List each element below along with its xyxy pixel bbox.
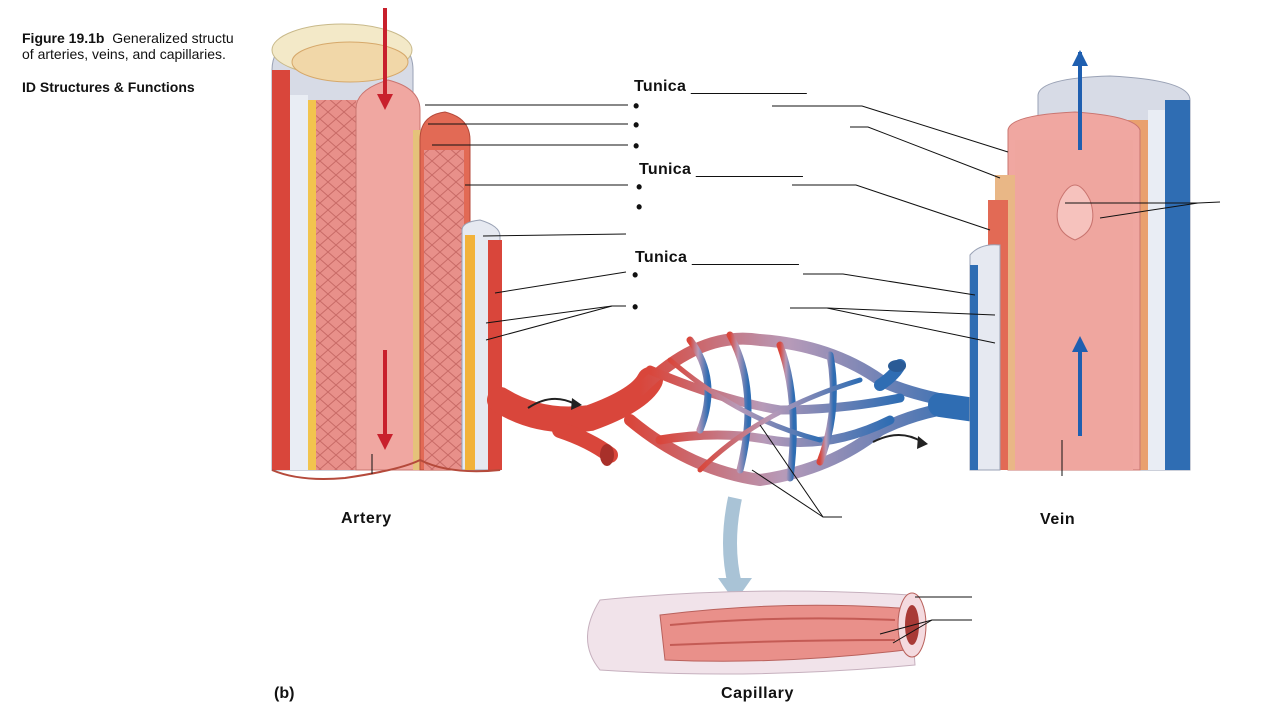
- tunica-blank-1: _____________: [690, 78, 807, 95]
- capillary-detail: [587, 496, 927, 675]
- figure-caption: Figure 19.1b Generalized structu of arte…: [22, 30, 262, 62]
- figure-caption-line2: of arteries, veins, and capillaries.: [22, 46, 226, 62]
- figure-caption-line1: Generalized structu: [112, 30, 234, 46]
- panel-letter: (b): [274, 685, 295, 702]
- tunica-word-2: Tunica: [639, 161, 692, 178]
- figure-number: Figure 19.1b: [22, 30, 105, 46]
- tunica-blank-3: ____________: [691, 249, 799, 266]
- tunica-label-3: Tunica ____________: [635, 249, 799, 267]
- vein-cutaway: [969, 50, 1191, 471]
- artery-label: Artery: [341, 510, 392, 527]
- flow-arrow-artery: [527, 397, 576, 409]
- capillary-label: Capillary: [721, 685, 794, 702]
- tunica-2-bullet-1: •: [636, 177, 643, 197]
- figure-subtitle: ID Structures & Functions: [22, 79, 195, 95]
- vein-label: Vein: [1040, 511, 1076, 528]
- arteriole: [487, 367, 663, 433]
- tunica-word-3: Tunica: [635, 249, 688, 266]
- tunica-3-bullet-2: •: [632, 297, 639, 317]
- tunica-label-1: Tunica _____________: [634, 78, 807, 96]
- tunica-3-bullet-1: •: [632, 265, 639, 285]
- artery-cutaway: [271, 8, 502, 480]
- capillary-bed: [624, 331, 976, 487]
- tunica-2-bullet-2: •: [636, 197, 643, 217]
- tunica-1-bullet-1: •: [633, 96, 640, 116]
- tunica-blank-2: ____________: [695, 161, 803, 178]
- leader-lines: [371, 104, 1221, 644]
- tunica-label-2: Tunica ____________: [639, 161, 803, 179]
- tunica-1-bullet-2: •: [633, 115, 640, 135]
- tunica-word-1: Tunica: [634, 78, 687, 95]
- tunica-1-bullet-3: •: [633, 136, 640, 156]
